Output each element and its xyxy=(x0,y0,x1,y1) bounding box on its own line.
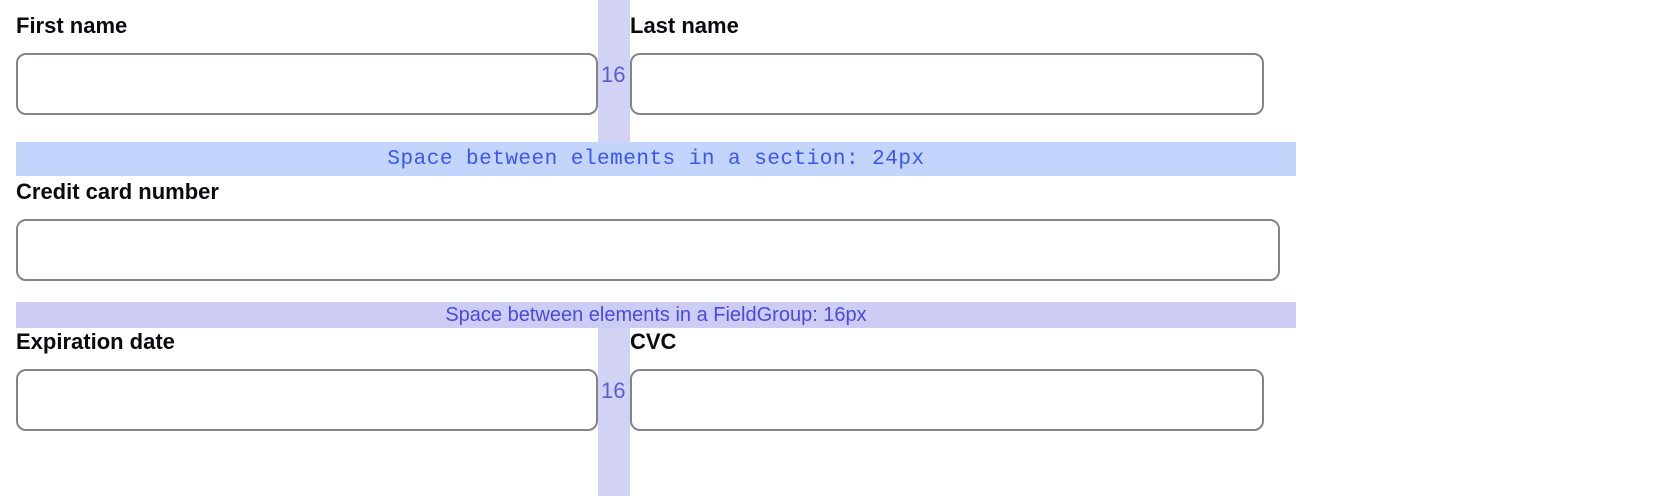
column-gap-strip-bottom xyxy=(598,328,630,496)
section-spacing-annotation: Space between elements in a section: 24p… xyxy=(16,142,1296,176)
section-spacing-annotation-text: Space between elements in a section: 24p… xyxy=(387,147,925,171)
last-name-label: Last name xyxy=(630,13,739,38)
last-name-input[interactable] xyxy=(630,52,1264,115)
expiration-date-input[interactable] xyxy=(16,368,598,431)
first-name-input[interactable] xyxy=(16,52,598,115)
column-gap-strip-top xyxy=(598,0,630,142)
field-credit-card-number: Credit card number xyxy=(0,178,1296,281)
cvc-label: CVC xyxy=(630,329,677,354)
column-gap-label-top: 16 xyxy=(601,62,626,87)
field-last-name: Last name xyxy=(598,12,1280,115)
first-name-label: First name xyxy=(16,13,128,38)
payment-form: 16 First name Last name Space between el… xyxy=(0,0,1296,496)
cvc-input[interactable] xyxy=(630,368,1264,431)
credit-card-number-row: Credit card number xyxy=(0,178,1296,281)
fieldgroup-spacing-annotation: Space between elements in a FieldGroup: … xyxy=(16,302,1296,328)
expiration-date-label: Expiration date xyxy=(16,329,175,354)
field-first-name: First name xyxy=(0,12,598,115)
fieldgroup-spacing-annotation-text: Space between elements in a FieldGroup: … xyxy=(445,303,867,326)
expiration-cvc-row: Expiration date CVC xyxy=(0,328,1296,431)
column-gap-label-bottom: 16 xyxy=(601,378,626,403)
field-expiration-date: Expiration date xyxy=(0,328,598,431)
field-cvc: CVC xyxy=(598,328,1280,431)
first-last-name-row: First name Last name xyxy=(0,12,1296,115)
credit-card-number-label: Credit card number xyxy=(16,179,219,204)
credit-card-number-input[interactable] xyxy=(16,218,1280,281)
